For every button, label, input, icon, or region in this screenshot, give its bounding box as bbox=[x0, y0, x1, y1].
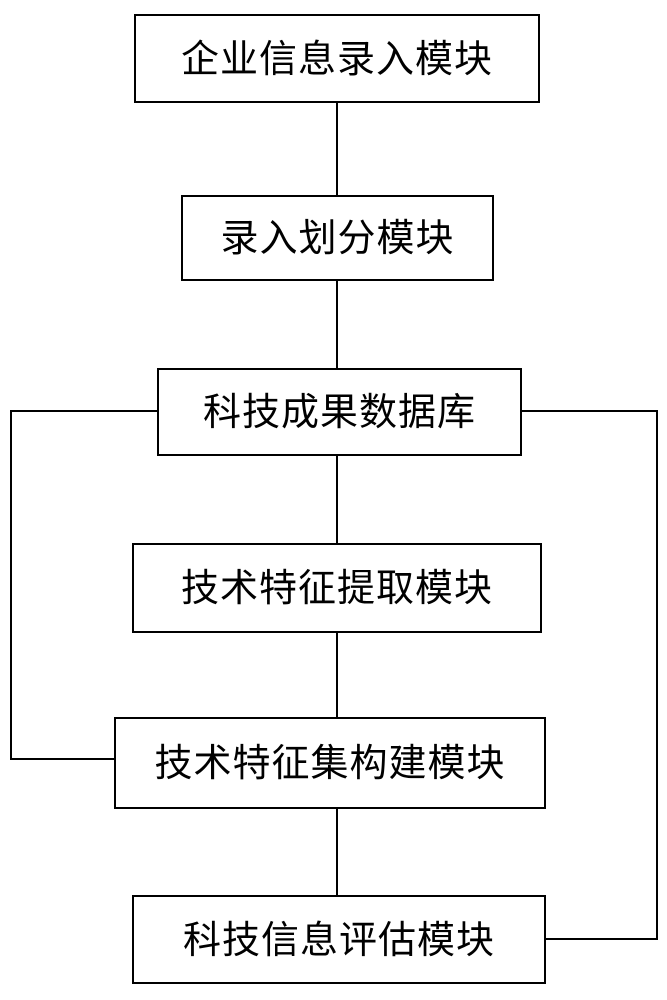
edge-n3-n5-left-loop bbox=[10, 410, 157, 760]
node-label: 企业信息录入模块 bbox=[180, 36, 493, 81]
node-tech-achievement-database: 科技成果数据库 bbox=[157, 368, 522, 456]
node-label: 技术特征提取模块 bbox=[180, 566, 493, 610]
node-tech-info-evaluation: 科技信息评估模块 bbox=[132, 895, 546, 984]
node-entry-division: 录入划分模块 bbox=[181, 195, 494, 281]
edge-n3-n6-right-loop bbox=[522, 410, 658, 940]
node-tech-feature-extraction: 技术特征提取模块 bbox=[132, 543, 542, 633]
node-enterprise-info-entry: 企业信息录入模块 bbox=[134, 14, 540, 103]
node-label: 技术特征集构建模块 bbox=[154, 741, 506, 785]
node-label: 科技成果数据库 bbox=[202, 390, 476, 434]
node-label: 科技信息评估模块 bbox=[182, 917, 495, 962]
node-label: 录入划分模块 bbox=[220, 216, 455, 260]
node-tech-feature-set-construction: 技术特征集构建模块 bbox=[114, 717, 546, 809]
